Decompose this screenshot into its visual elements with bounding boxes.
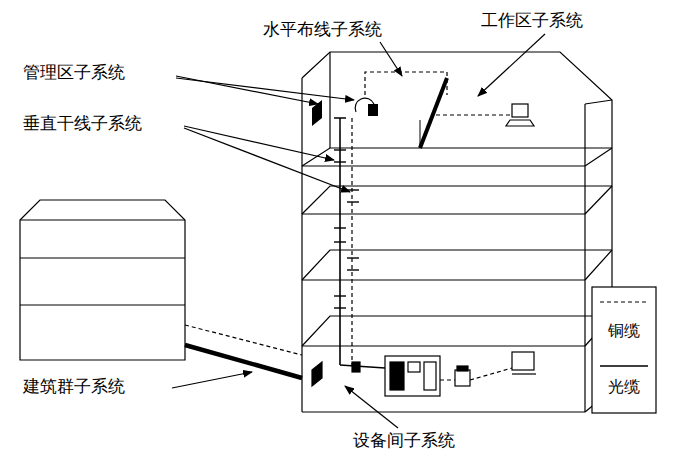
main-building xyxy=(302,52,612,412)
legend-text: 光缆 xyxy=(608,378,640,396)
callout-label: 管理区子系统 xyxy=(22,62,126,82)
campus-building xyxy=(20,200,185,360)
leader-lines xyxy=(172,34,545,428)
management-equipment xyxy=(312,98,378,130)
floor-closets xyxy=(334,150,359,308)
equipment-room xyxy=(312,352,536,396)
fiber-sample xyxy=(600,365,648,367)
callout-label: 工作区子系统 xyxy=(480,10,584,30)
callout-label: 垂直干线子系统 xyxy=(22,113,143,133)
legend-box xyxy=(592,287,656,413)
callout-label: 水平布线子系统 xyxy=(262,19,383,39)
copper-cables xyxy=(185,72,512,380)
callout-label: 建筑群子系统 xyxy=(22,376,126,396)
partition-wall xyxy=(420,78,447,148)
workstation xyxy=(506,104,534,126)
callout-label: 设备间子系统 xyxy=(352,430,456,450)
copper-sample xyxy=(600,301,648,302)
legend-text: 铜缆 xyxy=(608,322,640,340)
